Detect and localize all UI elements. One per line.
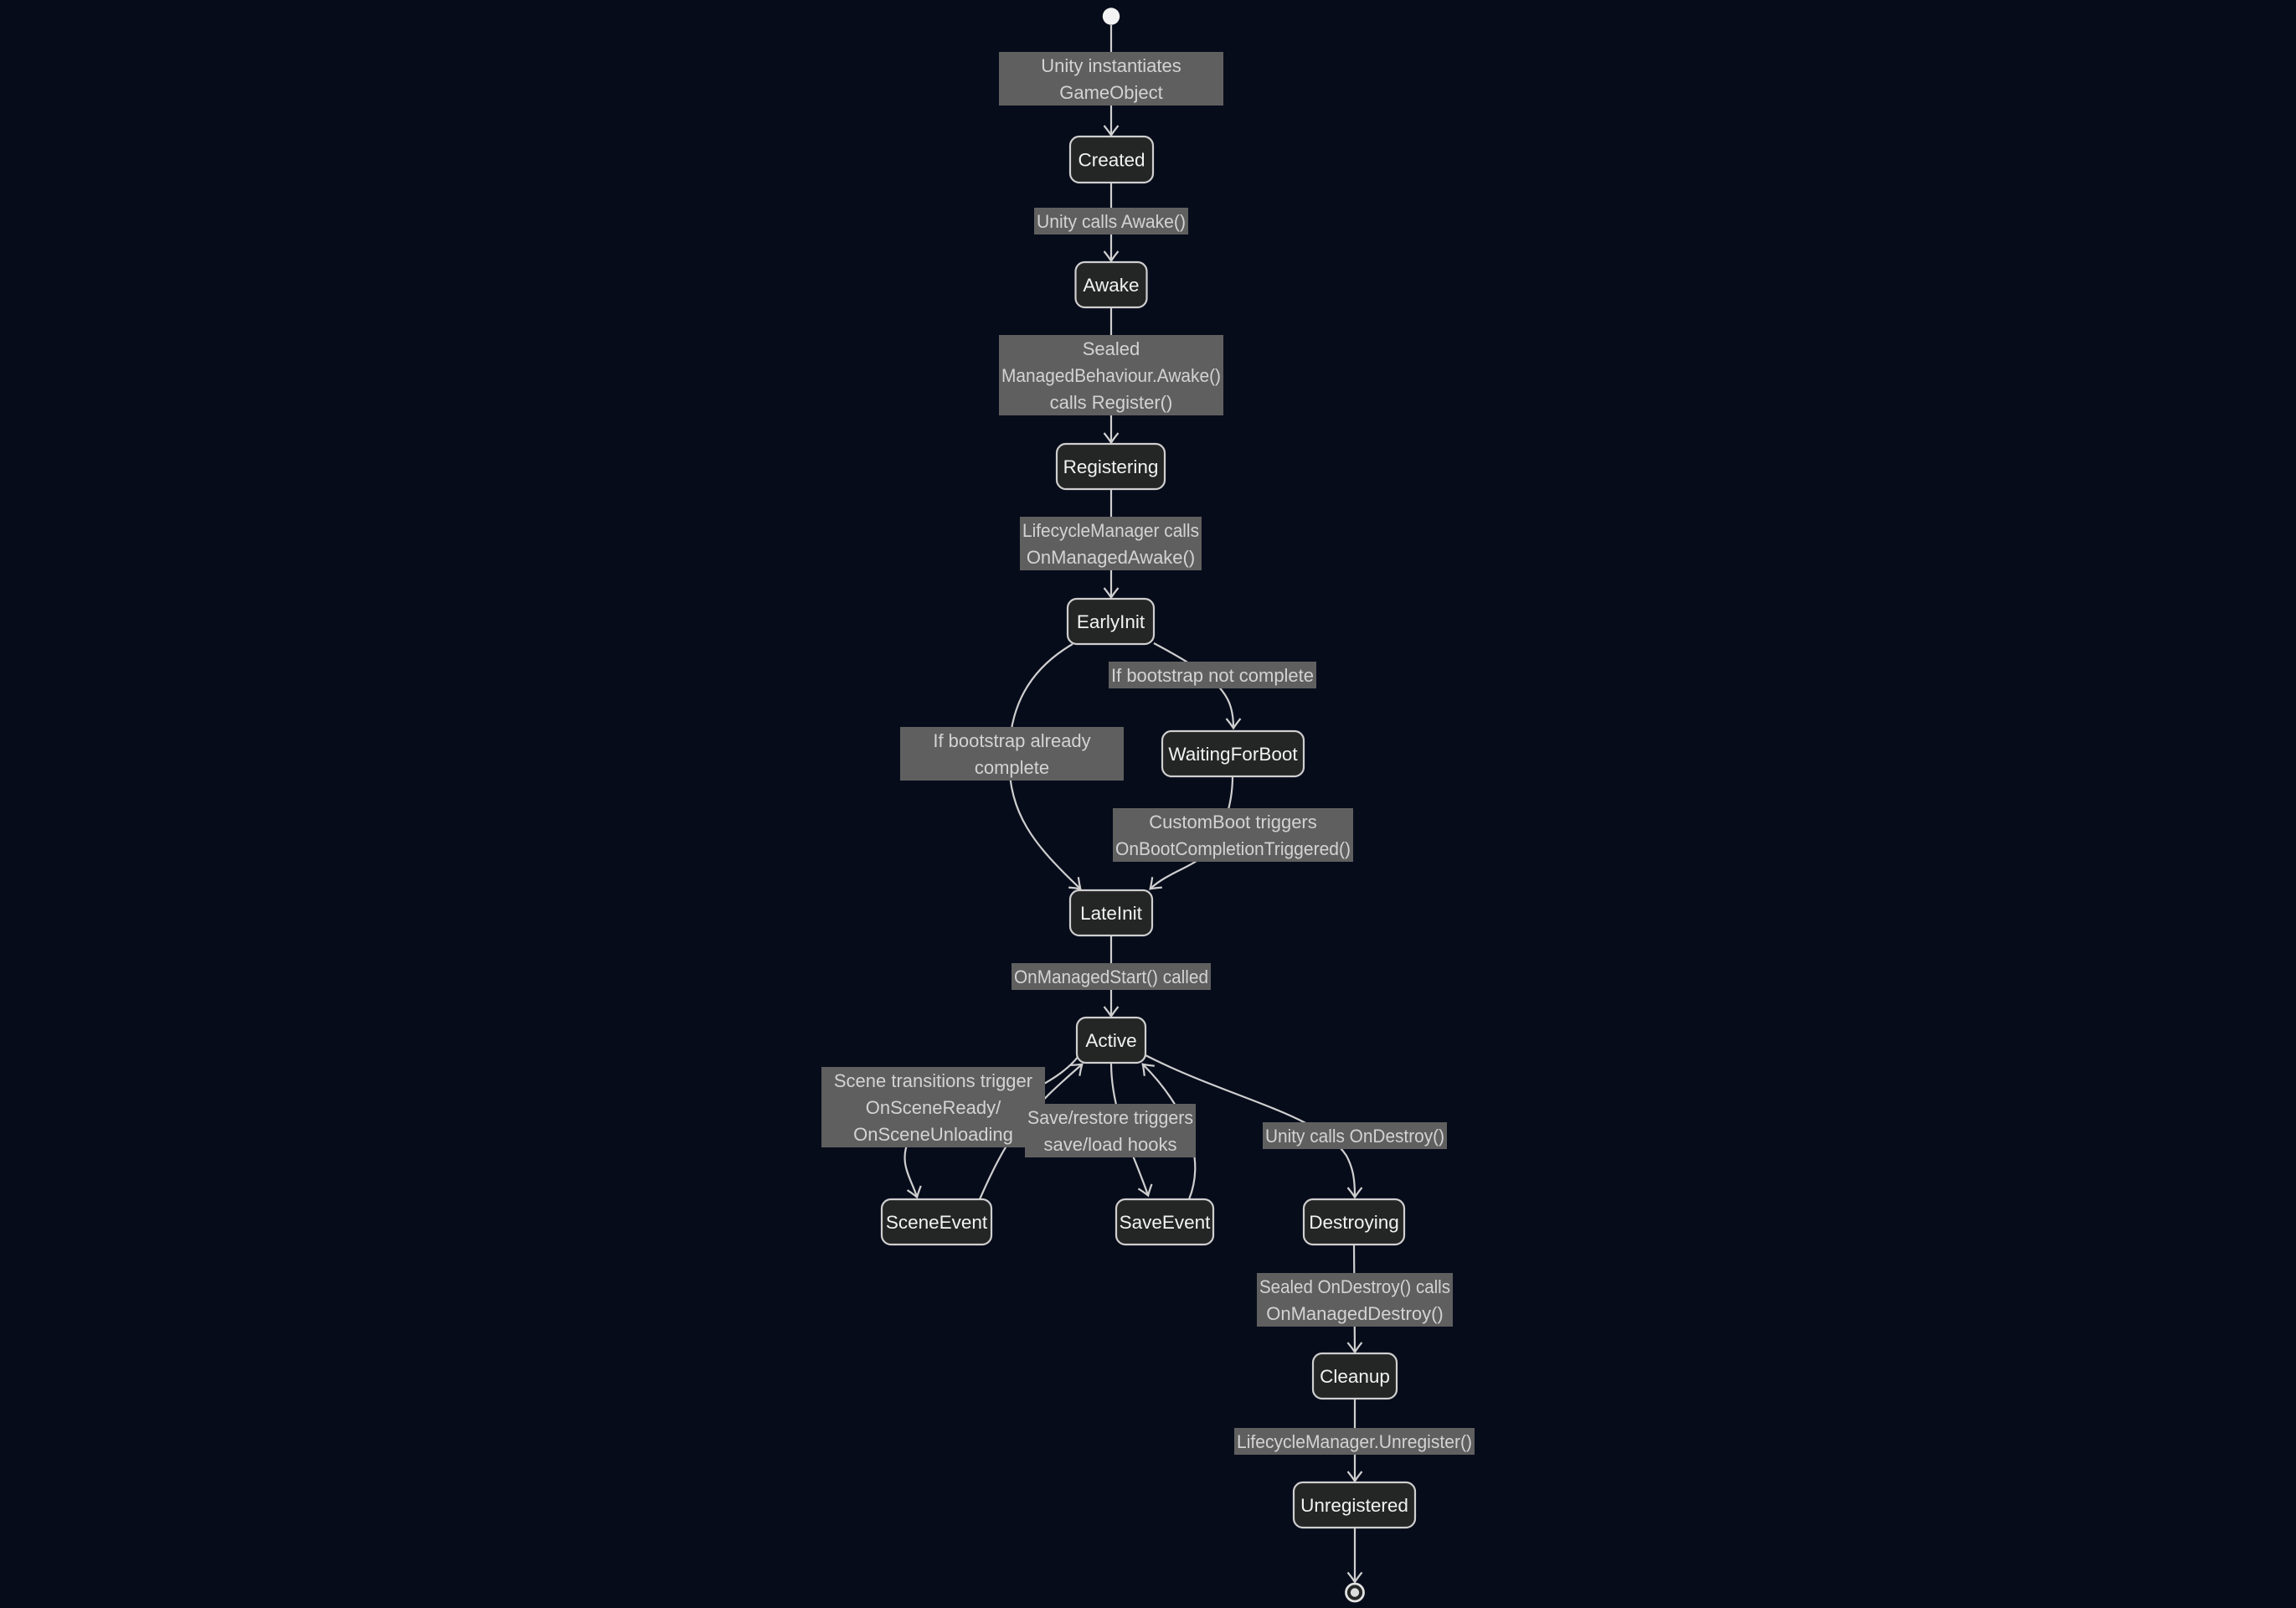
svg-text:GameObject: GameObject — [1059, 82, 1163, 103]
svg-text:Scene transitions trigger: Scene transitions trigger — [834, 1070, 1032, 1091]
svg-text:Unity calls Awake(): Unity calls Awake() — [1037, 211, 1186, 232]
svg-text:LifecycleManager calls: LifecycleManager calls — [1022, 520, 1199, 541]
svg-text:Active: Active — [1085, 1030, 1136, 1051]
svg-text:EarlyInit: EarlyInit — [1077, 611, 1145, 632]
svg-text:Unregistered: Unregistered — [1300, 1495, 1408, 1516]
svg-text:Created: Created — [1078, 150, 1145, 171]
svg-text:OnManagedStart() called: OnManagedStart() called — [1014, 966, 1208, 987]
svg-text:CustomBoot triggers: CustomBoot triggers — [1149, 812, 1317, 832]
svg-text:Awake: Awake — [1083, 275, 1139, 296]
svg-text:SaveEvent: SaveEvent — [1120, 1212, 1212, 1233]
svg-text:Cleanup: Cleanup — [1320, 1366, 1390, 1387]
svg-text:calls Register(): calls Register() — [1050, 392, 1173, 413]
svg-text:save/load hooks: save/load hooks — [1044, 1134, 1177, 1155]
svg-text:If bootstrap not complete: If bootstrap not complete — [1111, 665, 1314, 686]
svg-text:OnManagedAwake(): OnManagedAwake() — [1027, 547, 1195, 568]
svg-text:Registering: Registering — [1063, 456, 1159, 477]
svg-text:Unity instantiates: Unity instantiates — [1041, 55, 1181, 76]
svg-text:Sealed: Sealed — [1083, 338, 1140, 359]
svg-text:Save/restore triggers: Save/restore triggers — [1027, 1107, 1193, 1128]
svg-text:OnSceneUnloading: OnSceneUnloading — [853, 1124, 1013, 1145]
svg-text:Sealed OnDestroy() calls: Sealed OnDestroy() calls — [1259, 1276, 1450, 1297]
svg-text:OnBootCompletionTriggered(): OnBootCompletionTriggered() — [1115, 838, 1351, 859]
svg-text:If bootstrap already: If bootstrap already — [933, 730, 1090, 751]
svg-text:LifecycleManager.Unregister(): LifecycleManager.Unregister() — [1237, 1431, 1472, 1452]
svg-text:Unity calls OnDestroy(): Unity calls OnDestroy() — [1265, 1126, 1444, 1147]
svg-text:ManagedBehaviour.Awake(): ManagedBehaviour.Awake() — [1001, 365, 1221, 386]
svg-text:SceneEvent: SceneEvent — [886, 1212, 988, 1233]
svg-text:OnManagedDestroy(): OnManagedDestroy() — [1266, 1303, 1444, 1324]
svg-text:Destroying: Destroying — [1309, 1212, 1399, 1233]
svg-text:LateInit: LateInit — [1080, 903, 1143, 924]
svg-text:WaitingForBoot: WaitingForBoot — [1168, 744, 1298, 765]
svg-text:OnSceneReady/: OnSceneReady/ — [866, 1097, 1001, 1118]
svg-text:complete: complete — [975, 757, 1049, 778]
